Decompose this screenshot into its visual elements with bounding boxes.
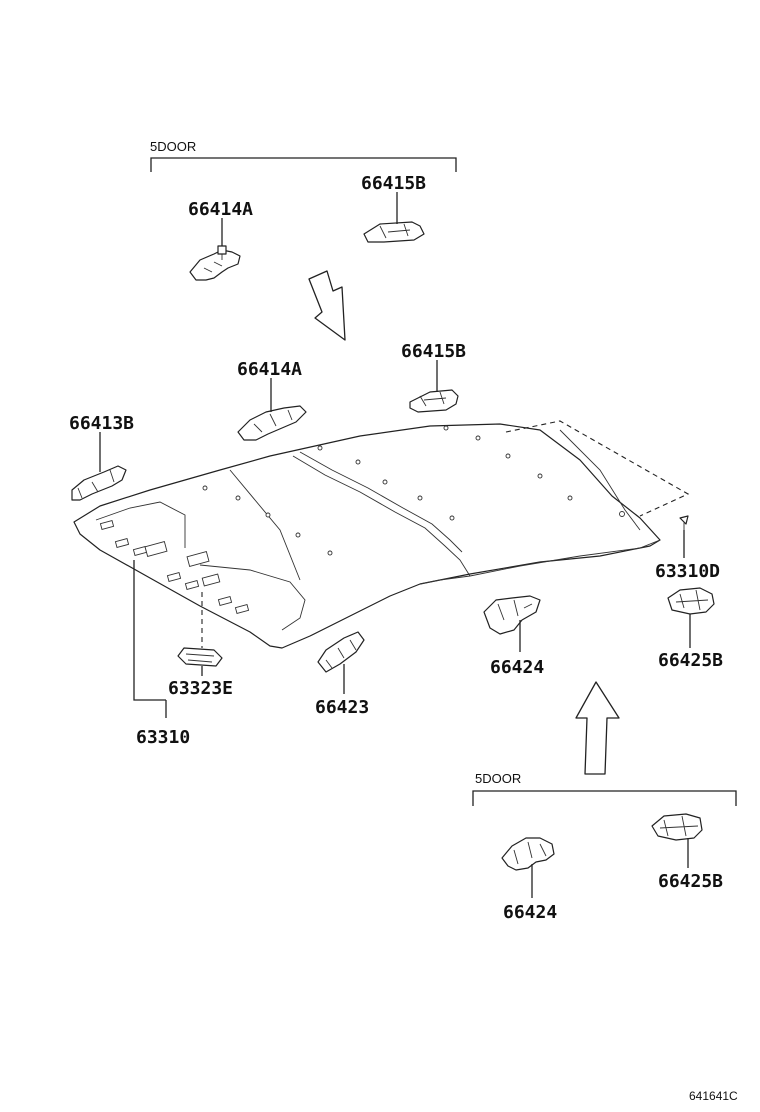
label-66425B-bottom: 66425B [658, 871, 723, 892]
part-66425B-bottom[interactable] [651, 813, 703, 841]
group-label-bottom: 5DOOR [475, 771, 521, 786]
label-66413B: 66413B [69, 413, 134, 434]
label-66414A-top: 66414A [188, 199, 253, 220]
label-63323E: 63323E [168, 678, 233, 699]
group-bracket-bottom: 5DOOR [472, 771, 737, 806]
label-63310: 63310 [136, 727, 190, 748]
part-66414A[interactable] [237, 405, 307, 441]
part-66414A-top[interactable] [189, 245, 241, 281]
label-66415B-top: 66415B [361, 173, 426, 194]
part-66424[interactable] [483, 595, 541, 635]
diagram-code: 641641C [689, 1089, 738, 1103]
part-63310D[interactable] [679, 515, 689, 530]
headliner-63310[interactable] [73, 423, 661, 649]
label-66424-bottom: 66424 [503, 902, 557, 923]
label-66414A: 66414A [237, 359, 302, 380]
label-66423: 66423 [315, 697, 369, 718]
group-label-top: 5DOOR [150, 139, 196, 154]
part-66423[interactable] [317, 631, 365, 673]
part-66413B[interactable] [71, 465, 127, 501]
assembly-arrow-down [308, 270, 346, 341]
label-66415B: 66415B [401, 341, 466, 362]
group-bracket-top: 5DOOR [150, 139, 457, 172]
part-63323E[interactable] [177, 647, 223, 667]
label-66425B: 66425B [658, 650, 723, 671]
part-66415B[interactable] [409, 389, 459, 413]
part-66424-bottom[interactable] [501, 837, 555, 871]
label-66424: 66424 [490, 657, 544, 678]
rear-extension-outline [505, 420, 690, 517]
part-66415B-top[interactable] [363, 221, 425, 243]
assembly-arrow-up [575, 681, 620, 775]
label-63310D: 63310D [655, 561, 720, 582]
part-66425B[interactable] [667, 587, 715, 615]
